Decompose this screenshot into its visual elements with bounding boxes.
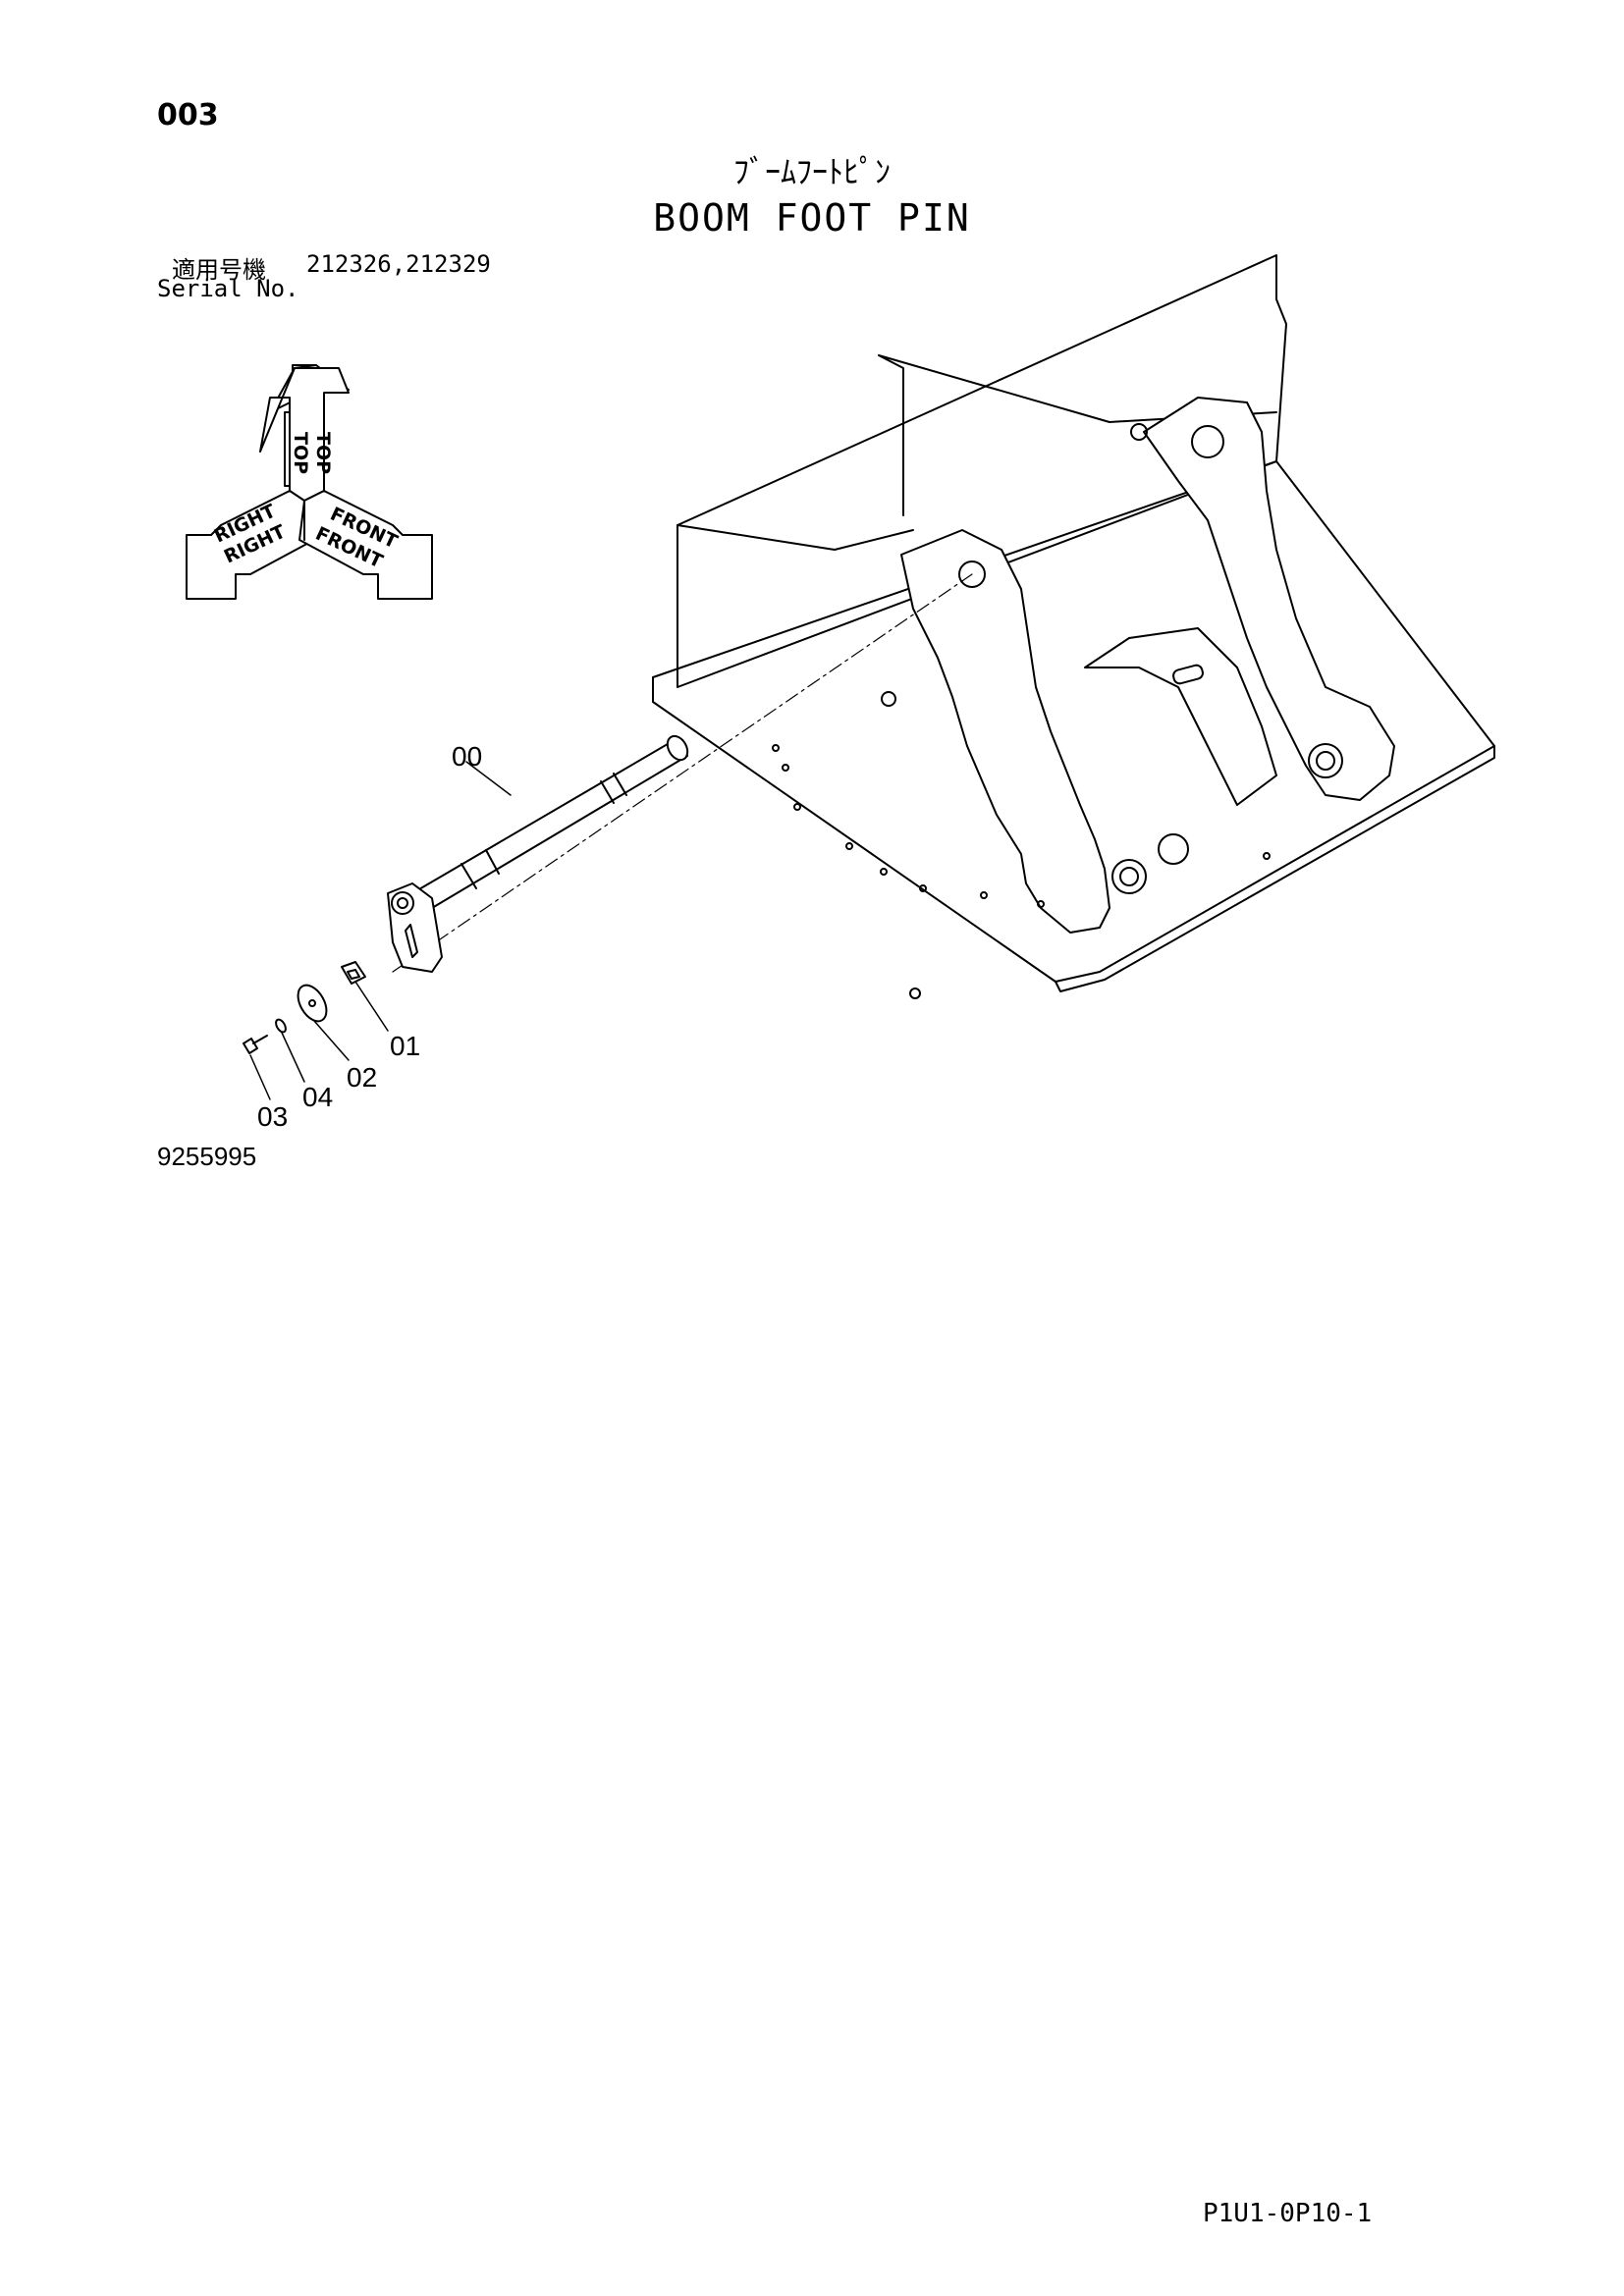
page-title: BOOM FOOT PIN <box>653 196 971 240</box>
top-label-mirror: TOP <box>290 432 311 474</box>
leader-02 <box>313 1020 350 1061</box>
center-rib <box>1084 627 1277 806</box>
page-title-japanese: ﾌﾞｰﾑﾌｰﾄﾋﾟﾝ <box>732 153 891 190</box>
drawing-number: 9255995 <box>157 1142 257 1171</box>
orientation-indicator <box>186 364 433 600</box>
top-label: TOP <box>312 432 334 474</box>
leader-01 <box>354 981 389 1032</box>
left-bracket <box>900 529 1110 934</box>
leader-03 <box>249 1054 271 1100</box>
serial-label-japanese: 適用号機 <box>172 256 266 284</box>
round-washer <box>297 984 328 1023</box>
leader-04 <box>281 1032 305 1083</box>
boom-foot-frame <box>652 254 1495 999</box>
callout-02: 02 <box>347 1062 377 1093</box>
assembly-centerline <box>392 573 973 973</box>
right-arrow-icon <box>186 490 315 600</box>
washer-square <box>341 961 366 985</box>
serial-label: Serial No. <box>157 275 299 302</box>
left-bracket-lower-bore <box>1111 859 1147 894</box>
callout-03: 03 <box>257 1101 288 1132</box>
right-bracket-lower-bore <box>1308 743 1343 778</box>
leader-00 <box>465 761 512 796</box>
boom-foot-pin <box>387 734 689 973</box>
page-number: 003 <box>157 98 219 133</box>
callout-04: 04 <box>302 1082 333 1112</box>
spring-washer <box>275 1018 287 1034</box>
callout-00: 00 <box>452 741 482 772</box>
callout-01: 01 <box>390 1031 420 1061</box>
center-bore <box>1158 833 1189 865</box>
page-code: P1U1-0P10-1 <box>1203 2199 1373 2228</box>
right-bracket-bore <box>1191 425 1224 458</box>
front-arrow-icon <box>298 490 433 600</box>
left-bracket-bore <box>958 561 986 588</box>
serial-numbers: 212326,212329 <box>306 250 491 278</box>
side-wall-top <box>677 524 914 551</box>
side-wall <box>677 254 1287 688</box>
right-bracket <box>1143 397 1395 801</box>
bolt <box>243 1035 268 1054</box>
